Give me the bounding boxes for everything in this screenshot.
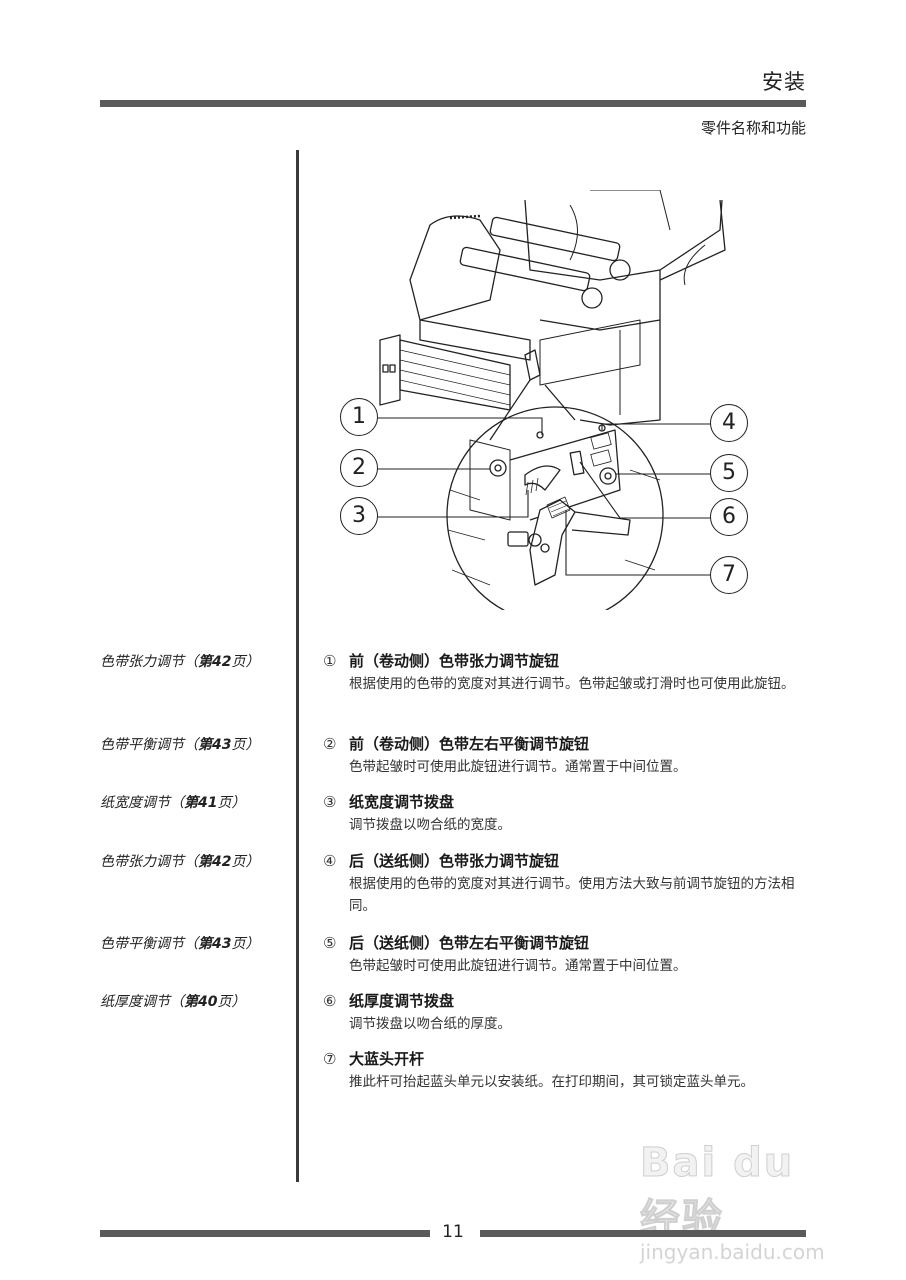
reference-text: 纸宽度调节（ — [100, 795, 184, 811]
reference-text: 纸厚度调节（ — [100, 994, 184, 1010]
item-title: 前（卷动侧）色带张力调节旋钮 — [349, 652, 560, 670]
part-item: ⑥ 纸厚度调节拨盘 调节拨盘以吻合纸的厚度。 — [323, 990, 813, 1035]
callout-6: 6 — [710, 498, 748, 536]
reference-text: 色带张力调节（ — [100, 654, 198, 670]
vertical-divider — [296, 150, 299, 1182]
part-item: ① 前（卷动侧）色带张力调节旋钮 根据使用的色带的宽度对其进行调节。色带起皱或打滑… — [323, 650, 813, 695]
item-title: 后（送纸侧）色带张力调节旋钮 — [349, 852, 560, 870]
footer-bar-right — [480, 1230, 806, 1237]
reference-text: 色带平衡调节（ — [100, 737, 198, 753]
printer-illustration: 1 2 3 4 5 6 7 — [340, 189, 780, 624]
part-item: ② 前（卷动侧）色带左右平衡调节旋钮 色带起皱时可使用此旋钮进行调节。通常置于中间… — [323, 733, 813, 778]
item-title: 纸厚度调节拨盘 — [349, 992, 455, 1010]
callout-2: 2 — [340, 449, 378, 487]
reference-page: 第41 — [184, 795, 218, 811]
callout-3: 3 — [340, 497, 378, 535]
callout-7: 7 — [710, 556, 748, 594]
reference-suffix: 页） — [217, 795, 246, 811]
reference-suffix: 页） — [231, 654, 260, 670]
callout-5: 5 — [710, 454, 748, 492]
item-number: ② — [323, 735, 337, 753]
reference-text: 色带平衡调节（ — [100, 936, 198, 952]
reference-page: 第43 — [198, 936, 232, 952]
reference-page: 第42 — [198, 654, 232, 670]
item-description: 调节拨盘以吻合纸的宽度。 — [349, 817, 511, 833]
reference-link[interactable]: 色带平衡调节（第43页） — [100, 734, 259, 754]
header-bar — [100, 100, 806, 107]
item-description: 推此杆可抬起蓝头单元以安装纸。在打印期间，其可锁定蓝头单元。 — [349, 1074, 754, 1090]
item-title: 前（卷动侧）色带左右平衡调节旋钮 — [349, 735, 590, 753]
reference-page: 第40 — [184, 994, 218, 1010]
reference-link[interactable]: 色带张力调节（第42页） — [100, 851, 259, 871]
item-description: 色带起皱时可使用此旋钮进行调节。通常置于中间位置。 — [349, 958, 687, 974]
item-description: 调节拨盘以吻合纸的厚度。 — [349, 1016, 511, 1032]
item-number: ④ — [323, 852, 337, 870]
reference-page: 第43 — [198, 737, 232, 753]
callout-1: 1 — [340, 398, 378, 436]
reference-suffix: 页） — [217, 994, 246, 1010]
reference-suffix: 页） — [231, 854, 260, 870]
callout-4: 4 — [710, 404, 748, 442]
item-number: ⑦ — [323, 1050, 337, 1068]
reference-link[interactable]: 色带平衡调节（第43页） — [100, 933, 259, 953]
item-title: 纸宽度调节拨盘 — [349, 793, 455, 811]
item-title: 后（送纸侧）色带左右平衡调节旋钮 — [349, 934, 590, 952]
reference-link[interactable]: 色带张力调节（第42页） — [100, 651, 259, 671]
item-description: 色带起皱时可使用此旋钮进行调节。通常置于中间位置。 — [349, 759, 687, 775]
part-item: ④ 后（送纸侧）色带张力调节旋钮 根据使用的色带的宽度对其进行调节。使用方法大致与… — [323, 850, 813, 917]
page-number: 11 — [442, 1222, 464, 1242]
item-description: 根据使用的色带的宽度对其进行调节。使用方法大致与前调节旋钮的方法相同。 — [349, 876, 795, 914]
item-number: ③ — [323, 793, 337, 811]
subsection-title: 零件名称和功能 — [700, 119, 806, 137]
reference-suffix: 页） — [231, 737, 260, 753]
item-number: ① — [323, 652, 337, 670]
part-item: ③ 纸宽度调节拨盘 调节拨盘以吻合纸的宽度。 — [323, 791, 813, 836]
item-title: 大蓝头开杆 — [349, 1050, 425, 1068]
reference-link[interactable]: 纸宽度调节（第41页） — [100, 792, 245, 812]
item-description: 根据使用的色带的宽度对其进行调节。色带起皱或打滑时也可使用此旋钮。 — [349, 676, 795, 692]
footer-bar-left — [100, 1230, 430, 1237]
baidu-watermark: Bai du 经验 jingyan.baidu.com — [640, 1140, 850, 1265]
item-number: ⑥ — [323, 992, 337, 1010]
watermark-logo: Bai du 经验 — [640, 1140, 795, 1243]
reference-page: 第42 — [198, 854, 232, 870]
watermark-url: jingyan.baidu.com — [640, 1240, 825, 1264]
reference-text: 色带张力调节（ — [100, 854, 198, 870]
part-item: ⑦ 大蓝头开杆 推此杆可抬起蓝头单元以安装纸。在打印期间，其可锁定蓝头单元。 — [323, 1048, 813, 1093]
item-number: ⑤ — [323, 934, 337, 952]
section-title: 安装 — [762, 70, 806, 94]
reference-suffix: 页） — [231, 936, 260, 952]
part-item: ⑤ 后（送纸侧）色带左右平衡调节旋钮 色带起皱时可使用此旋钮进行调节。通常置于中间… — [323, 932, 813, 977]
reference-link[interactable]: 纸厚度调节（第40页） — [100, 991, 245, 1011]
